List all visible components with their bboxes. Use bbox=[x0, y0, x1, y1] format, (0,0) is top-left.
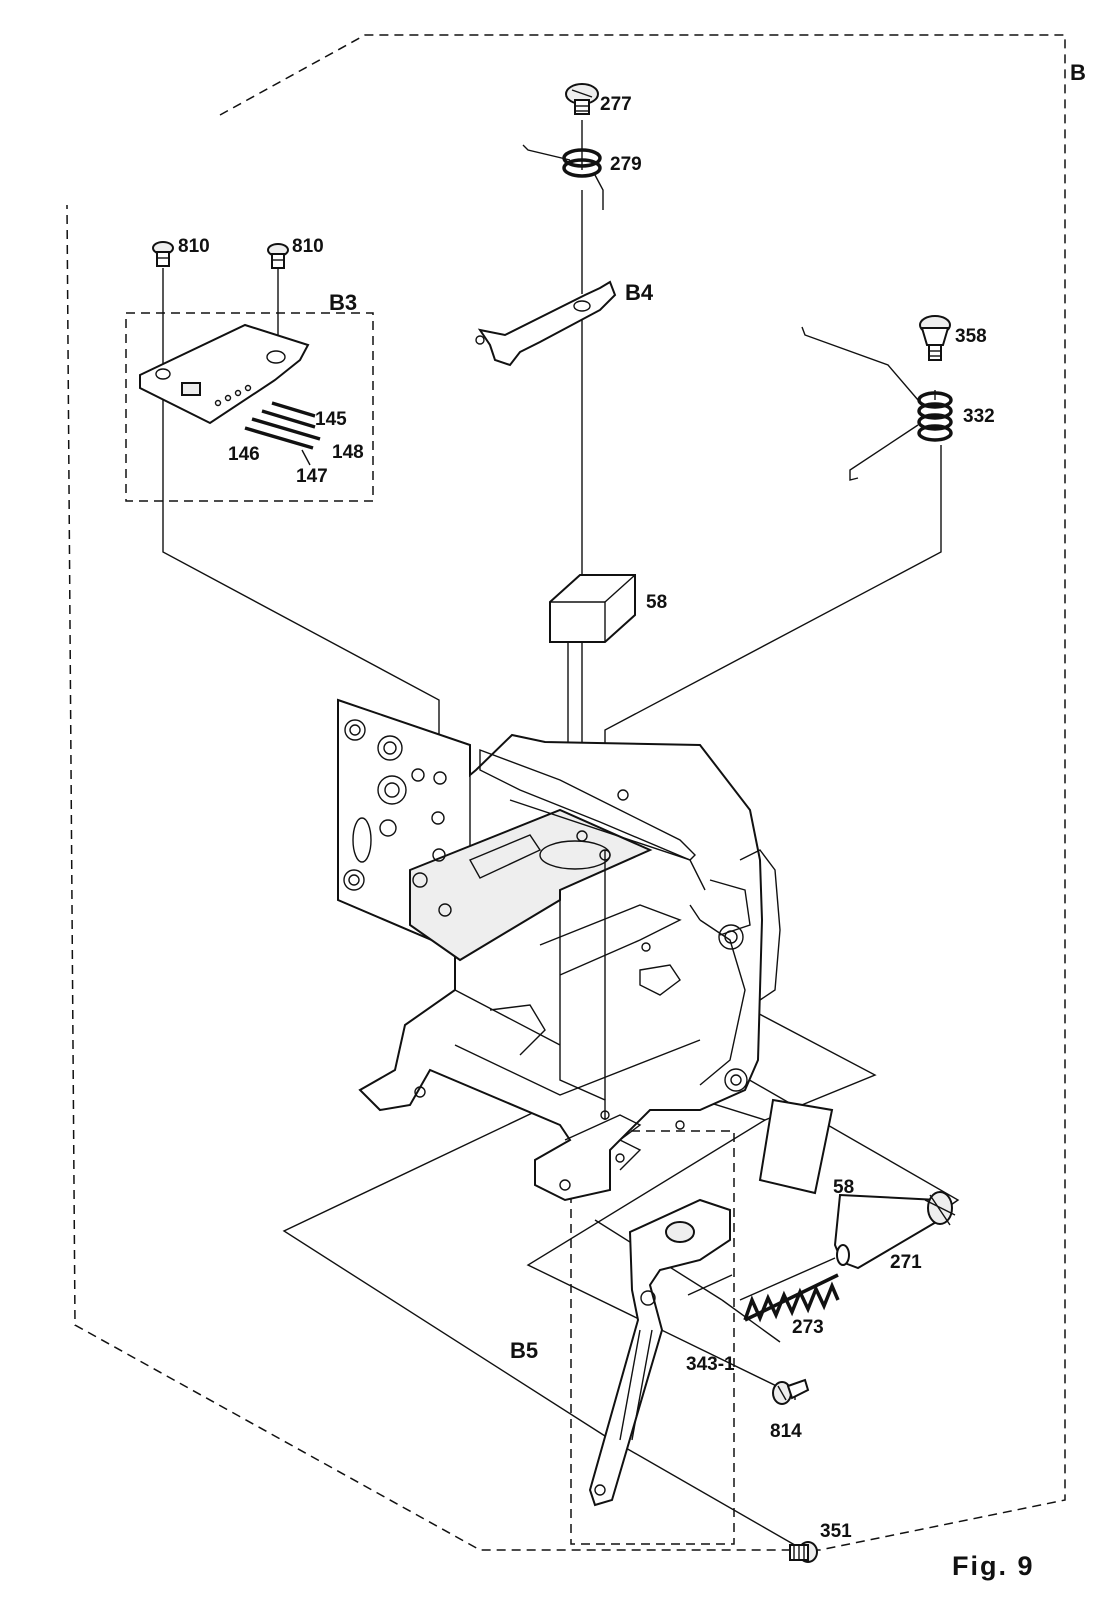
screw-277 bbox=[565, 83, 599, 115]
label-343-1: 343-1 bbox=[686, 1354, 735, 1375]
circuit-board-b3 bbox=[139, 323, 310, 425]
label-147: 147 bbox=[296, 466, 328, 487]
screw-810-right bbox=[267, 243, 289, 269]
label-b5: B5 bbox=[510, 1338, 538, 1363]
label-b4: B4 bbox=[625, 280, 654, 305]
label-b: B bbox=[1070, 60, 1086, 85]
screw-810-left bbox=[152, 241, 174, 267]
label-810-left: 810 bbox=[178, 236, 210, 257]
label-58-lower: 58 bbox=[833, 1177, 854, 1198]
group-b-boundary bbox=[66, 34, 1066, 1551]
lever-b5 bbox=[588, 1198, 731, 1507]
group-b5-boundary bbox=[570, 1130, 735, 1545]
torsion-spring-332 bbox=[801, 326, 953, 481]
main-frame bbox=[337, 698, 781, 1202]
label-273: 273 bbox=[792, 1317, 824, 1338]
label-279: 279 bbox=[610, 154, 642, 175]
label-810-right: 810 bbox=[292, 236, 324, 257]
pad-58-upper bbox=[549, 574, 636, 643]
figure-label: Fig. 9 bbox=[952, 1551, 1035, 1581]
label-358: 358 bbox=[955, 326, 987, 347]
label-332: 332 bbox=[963, 406, 995, 427]
label-271: 271 bbox=[890, 1252, 922, 1273]
label-148: 148 bbox=[332, 442, 364, 463]
label-145: 145 bbox=[315, 409, 347, 430]
screw-351 bbox=[789, 1541, 818, 1563]
label-146: 146 bbox=[228, 444, 260, 465]
group-b3-boundary bbox=[125, 312, 374, 502]
screw-814 bbox=[772, 1378, 810, 1405]
coil-spring-273 bbox=[739, 1257, 840, 1323]
lever-b4 bbox=[475, 280, 617, 367]
screw-358 bbox=[919, 315, 951, 361]
label-277: 277 bbox=[600, 94, 632, 115]
label-814: 814 bbox=[770, 1421, 802, 1442]
spring-279 bbox=[522, 144, 604, 210]
pad-58-lower bbox=[758, 1098, 834, 1195]
shaft-271 bbox=[833, 1191, 956, 1270]
wires-145-148 bbox=[244, 401, 321, 466]
label-351: 351 bbox=[820, 1521, 852, 1542]
label-58-upper: 58 bbox=[646, 592, 667, 613]
label-b3: B3 bbox=[329, 290, 357, 315]
